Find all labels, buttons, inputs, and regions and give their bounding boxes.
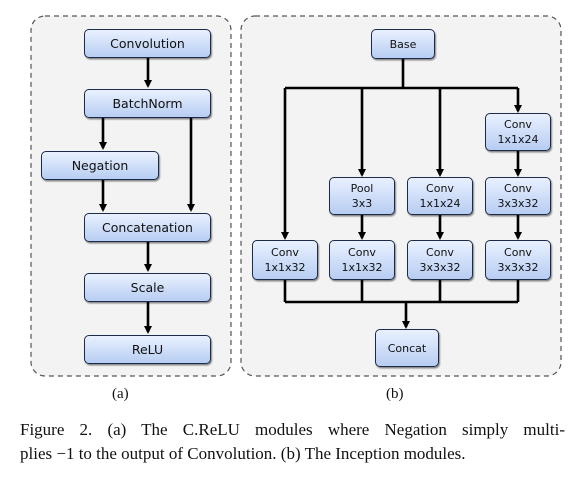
box-label: Base xyxy=(389,37,417,51)
box-concat: Concat xyxy=(375,329,439,367)
box-size: 1x1x32 xyxy=(264,261,306,274)
box-branch1-conv-1x1: Conv 1x1x32 xyxy=(252,240,318,280)
box-branch4-conv-3x3-b: Conv 3x3x32 xyxy=(485,240,551,280)
caption-line-2: plies −1 to the output of Convolution. (… xyxy=(20,444,466,463)
box-relu: ReLU xyxy=(84,335,211,364)
figure-caption: Figure 2. (a) The C.ReLU modules where N… xyxy=(20,418,565,466)
box-branch2-conv-1x1: Conv 1x1x32 xyxy=(329,240,395,280)
box-size: 3x3x32 xyxy=(497,197,539,210)
caption-line-1: Figure 2. (a) The C.ReLU modules where N… xyxy=(20,420,565,439)
box-label: Negation xyxy=(71,158,129,173)
box-label: Conv xyxy=(348,246,376,259)
box-label: ReLU xyxy=(131,342,164,357)
box-label: Scale xyxy=(130,280,165,295)
box-label: Conv xyxy=(504,118,532,131)
box-size: 3x3x32 xyxy=(497,261,539,274)
box-branch3-conv-1x1: Conv 1x1x24 xyxy=(407,177,473,215)
box-label: Pool xyxy=(350,182,374,195)
box-label: Conv xyxy=(504,182,532,195)
panel-a-frame xyxy=(30,15,232,377)
panel-b-label: (b) xyxy=(386,386,404,402)
panel-a-label: (a) xyxy=(112,386,129,402)
box-branch4-conv-3x3-a: Conv 3x3x32 xyxy=(485,177,551,215)
box-size: 1x1x24 xyxy=(497,133,539,146)
box-base: Base xyxy=(371,29,435,59)
box-label: Concat xyxy=(387,341,427,355)
box-convolution: Convolution xyxy=(84,29,211,58)
box-branch3-conv-3x3: Conv 3x3x32 xyxy=(407,240,473,280)
box-concatenation: Concatenation xyxy=(84,213,211,242)
box-label: Conv xyxy=(271,246,299,259)
box-branch4-conv-1x1: Conv 1x1x24 xyxy=(485,113,551,151)
box-size: 1x1x32 xyxy=(341,261,383,274)
box-branch2-pool: Pool 3x3 xyxy=(329,177,395,215)
box-size: 1x1x24 xyxy=(419,197,461,210)
box-batchnorm: BatchNorm xyxy=(84,89,211,118)
box-label: Convolution xyxy=(110,36,185,51)
box-label: Conv xyxy=(504,246,532,259)
box-size: 3x3 xyxy=(351,197,373,210)
box-negation: Negation xyxy=(41,151,159,180)
box-label: Concatenation xyxy=(102,220,193,235)
box-size: 3x3x32 xyxy=(419,261,461,274)
box-label: Conv xyxy=(426,182,454,195)
box-scale: Scale xyxy=(84,273,211,302)
box-label: BatchNorm xyxy=(112,96,183,111)
panel-b-frame xyxy=(240,15,562,377)
box-label: Conv xyxy=(426,246,454,259)
